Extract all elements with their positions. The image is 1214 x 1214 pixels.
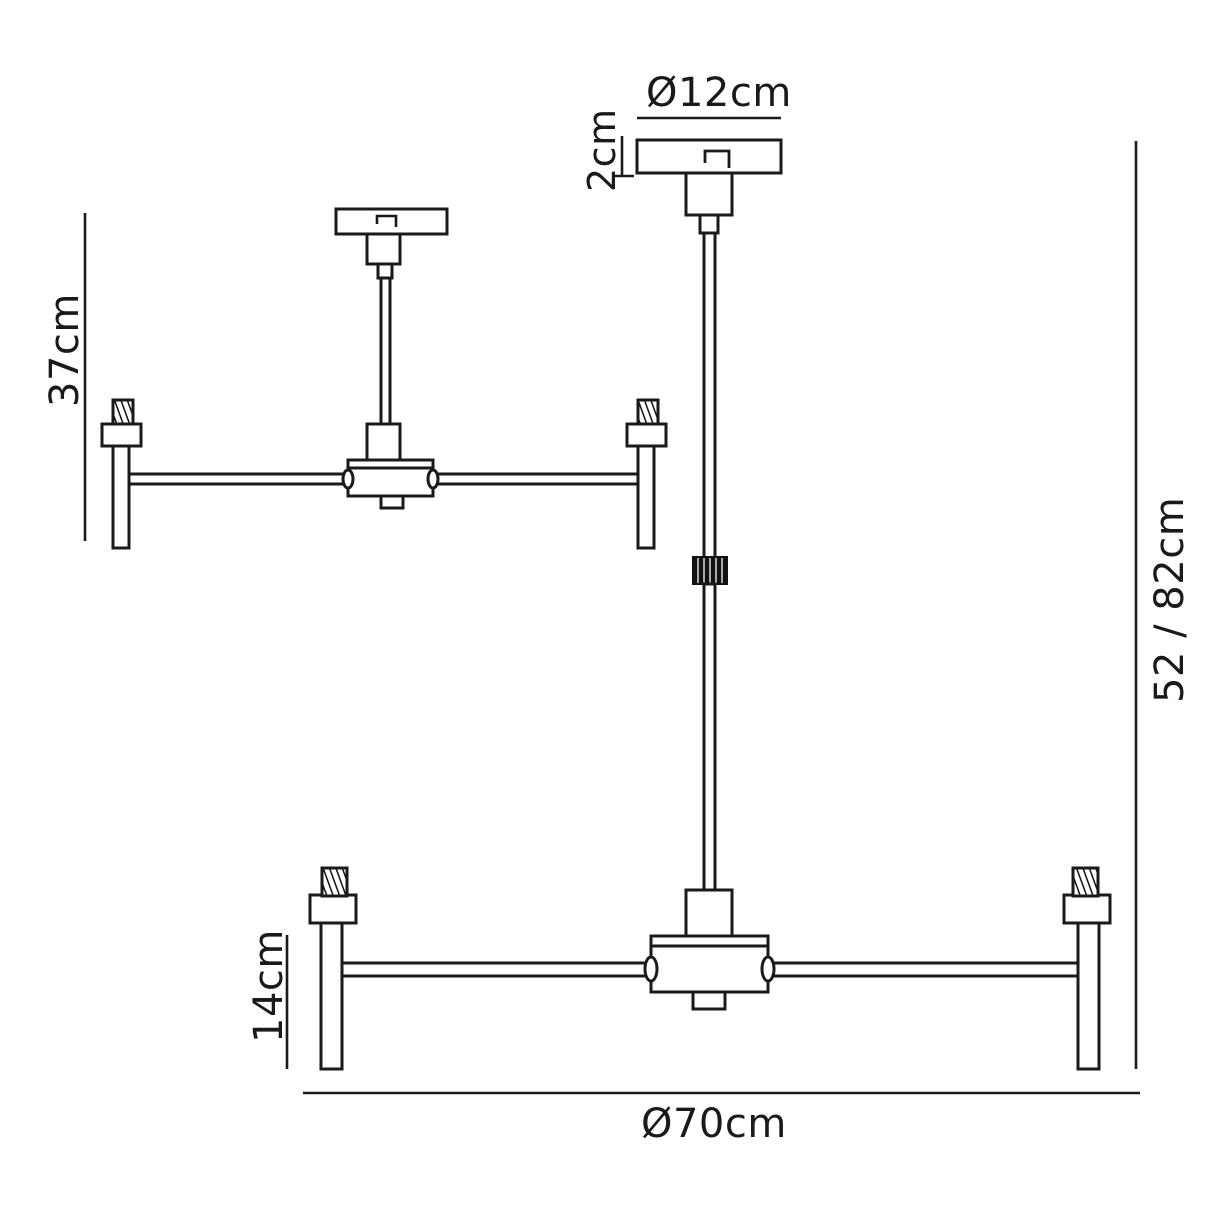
main-fixture-assembly bbox=[308, 138, 1112, 1071]
dim-label-fixture-diameter: Ø70cm bbox=[641, 1101, 787, 1147]
upper-hub-nub bbox=[379, 494, 405, 510]
canopy-stem-collar bbox=[684, 171, 734, 217]
dim-label-upper-drop: 37cm bbox=[42, 293, 88, 407]
upper-socket-cup-right bbox=[625, 422, 668, 448]
main-hub-nub bbox=[691, 990, 727, 1011]
dim-label-canopy-diameter: Ø12cm bbox=[646, 70, 792, 116]
dim-label-total-height: 52 / 82cm bbox=[1147, 496, 1193, 703]
main-hub-collar bbox=[684, 888, 734, 938]
upper-arm-left bbox=[121, 472, 350, 486]
main-hub-body bbox=[649, 944, 770, 994]
main-bulb-thread-right bbox=[1071, 866, 1100, 898]
upper-stem-neck bbox=[376, 262, 394, 280]
main-arm-right bbox=[766, 961, 1082, 978]
upper-arm-right bbox=[431, 472, 643, 486]
upper-main-stem bbox=[379, 276, 392, 426]
upper-lower-collar bbox=[365, 422, 402, 462]
upper-drop-rod-left bbox=[111, 441, 131, 550]
upper-arm-right-joint bbox=[426, 468, 440, 490]
main-bulb-thread-left bbox=[320, 866, 349, 898]
main-drop-rod-right bbox=[1076, 919, 1101, 1071]
main-stem-upper bbox=[702, 231, 717, 561]
upper-socket-cup-left bbox=[100, 422, 143, 448]
knurled-height-adjuster bbox=[692, 556, 728, 585]
main-stem-lower bbox=[702, 582, 717, 892]
upper-fixture-assembly bbox=[100, 207, 668, 550]
main-arm-right-joint bbox=[760, 955, 776, 983]
ceiling-canopy-plate bbox=[635, 138, 783, 175]
dimension-lines bbox=[83, 116, 1140, 1095]
upper-ceiling-plate bbox=[334, 207, 449, 236]
main-arm-left bbox=[338, 961, 653, 978]
stem-neck-top bbox=[698, 213, 720, 235]
upper-keyhole-slot bbox=[375, 214, 398, 227]
main-socket-cup-right bbox=[1062, 893, 1112, 925]
keyhole-mount-slot bbox=[703, 149, 731, 168]
upper-stem-collar bbox=[365, 232, 402, 266]
upper-hub-body bbox=[346, 466, 435, 498]
upper-bulb-thread-right bbox=[636, 398, 660, 426]
main-socket-cup-left bbox=[308, 893, 358, 925]
upper-bulb-thread-left bbox=[111, 398, 135, 426]
dim-label-lower-drop: 14cm bbox=[246, 929, 292, 1043]
main-drop-rod-left bbox=[319, 919, 344, 1071]
upper-arm-left-joint bbox=[341, 468, 355, 490]
upper-drop-rod-right bbox=[636, 441, 656, 550]
main-arm-left-joint bbox=[643, 955, 659, 983]
dim-label-canopy-height: 2cm bbox=[580, 108, 624, 192]
